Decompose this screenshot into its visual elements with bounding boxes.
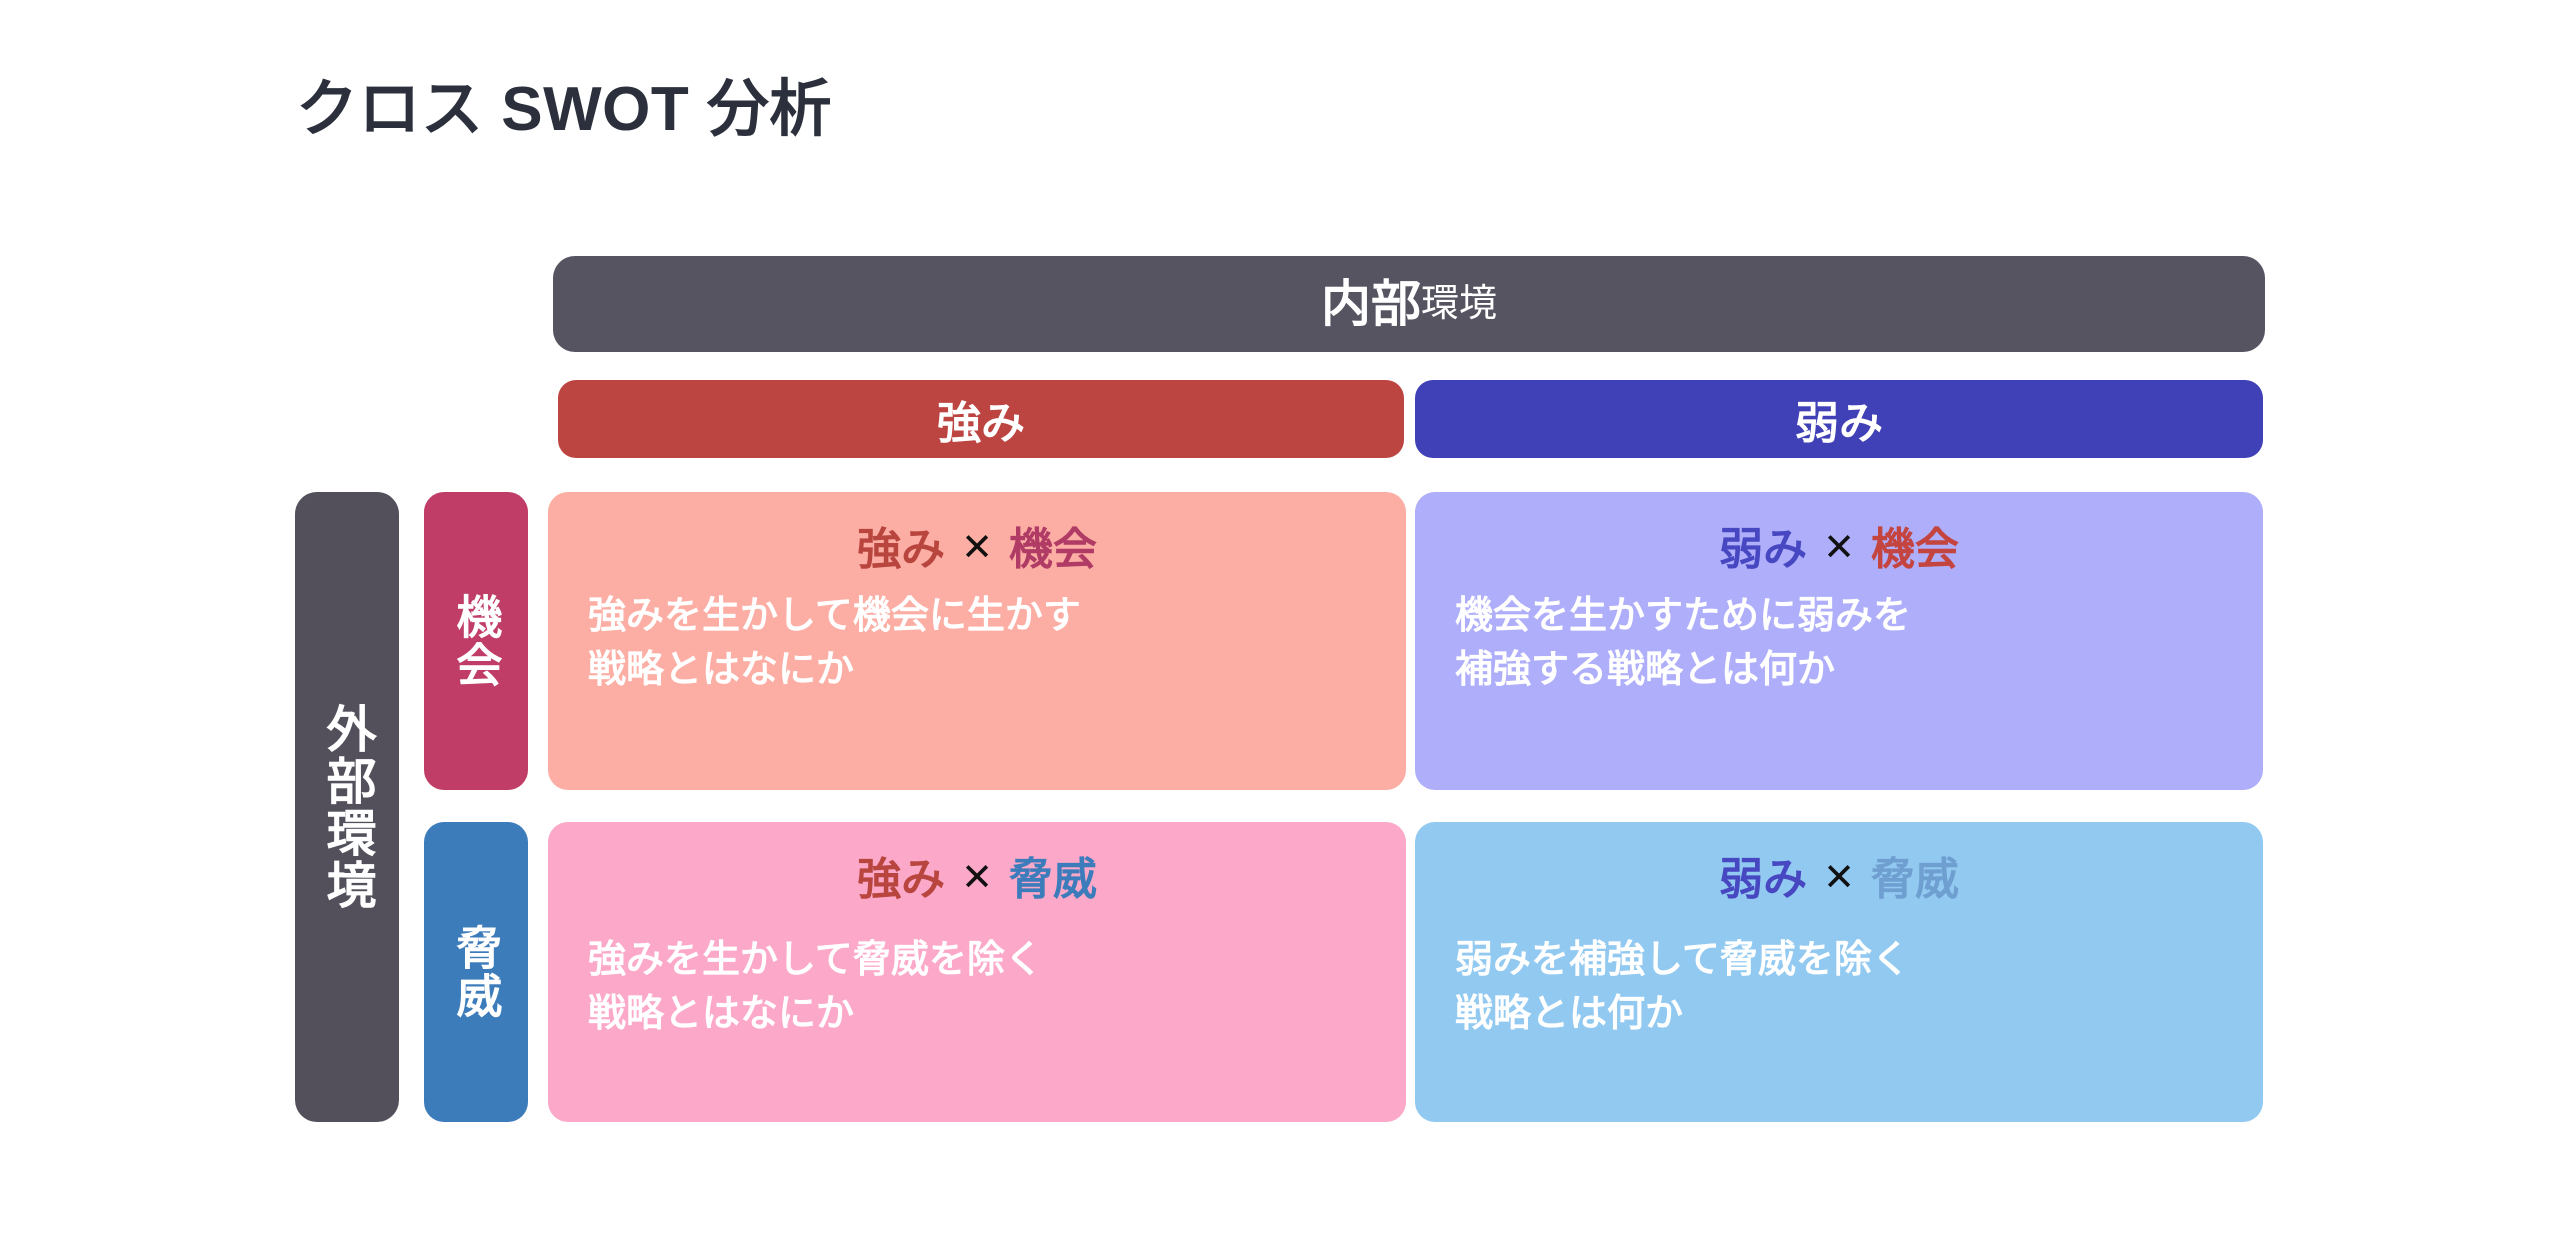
quadrant-strength-opportunity-body: 強みを生かして機会に生かす 戦略とはなにか bbox=[588, 595, 1081, 692]
quadrant-strength-threat-heading: 強み ✕ 脅威 bbox=[588, 855, 1366, 904]
quadrant-weakness-opportunity-body: 機会を生かすために弱みを 補強する戦略とは何か bbox=[1455, 595, 1912, 692]
quadrant-strength-opportunity: 強み ✕ 機会 強みを生かして機会に生かす 戦略とはなにか bbox=[548, 492, 1406, 790]
page-title: クロス SWOT 分析 bbox=[296, 75, 832, 144]
internal-environment-secondary-label: 環境 bbox=[1420, 283, 1497, 325]
quadrant-weakness-opportunity: 弱み ✕ 機会 機会を生かすために弱みを 補強する戦略とは何か bbox=[1415, 492, 2263, 790]
internal-environment-banner: 内部環境 bbox=[553, 256, 2265, 352]
cross-icon: ✕ bbox=[961, 527, 993, 569]
heading-token-opportunity: 機会 bbox=[1008, 525, 1097, 574]
heading-token-opportunity: 機会 bbox=[1870, 525, 1959, 574]
column-header-strength: 強み bbox=[558, 380, 1404, 458]
heading-token-strength: 強み bbox=[857, 525, 946, 574]
quadrant-weakness-threat-body: 弱みを補強して脅威を除く 戦略とは何か bbox=[1455, 939, 1910, 1036]
quadrant-weakness-opportunity-heading: 弱み ✕ 機会 bbox=[1455, 525, 2223, 574]
heading-token-weakness: 弱み bbox=[1719, 525, 1808, 574]
quadrant-strength-opportunity-heading: 強み ✕ 機会 bbox=[588, 525, 1366, 574]
row-header-opportunity: 機会 bbox=[424, 492, 528, 790]
cross-icon: ✕ bbox=[1823, 527, 1855, 569]
cross-icon: ✕ bbox=[961, 857, 993, 899]
cross-icon: ✕ bbox=[1823, 857, 1855, 899]
row-header-threat-label: 脅威 bbox=[450, 924, 503, 1020]
heading-token-threat: 脅威 bbox=[1008, 855, 1097, 904]
external-environment-label: 外部環境 bbox=[319, 703, 376, 911]
column-header-weakness: 弱み bbox=[1415, 380, 2263, 458]
external-environment-banner: 外部環境 bbox=[295, 492, 399, 1122]
internal-environment-primary-label: 内部 bbox=[1320, 276, 1421, 332]
quadrant-weakness-threat: 弱み ✕ 脅威 弱みを補強して脅威を除く 戦略とは何か bbox=[1415, 822, 2263, 1122]
heading-token-threat: 脅威 bbox=[1870, 855, 1959, 904]
column-header-strength-label: 強み bbox=[937, 399, 1025, 448]
heading-token-strength: 強み bbox=[857, 855, 946, 904]
quadrant-weakness-threat-heading: 弱み ✕ 脅威 bbox=[1455, 855, 2223, 904]
quadrant-strength-threat: 強み ✕ 脅威 強みを生かして脅威を除く 戦略とはなにか bbox=[548, 822, 1406, 1122]
heading-token-weakness: 弱み bbox=[1719, 855, 1808, 904]
row-header-threat: 脅威 bbox=[424, 822, 528, 1122]
row-header-opportunity-label: 機会 bbox=[450, 593, 503, 689]
quadrant-strength-threat-body: 強みを生かして脅威を除く 戦略とはなにか bbox=[588, 939, 1043, 1036]
column-header-weakness-label: 弱み bbox=[1795, 399, 1883, 448]
